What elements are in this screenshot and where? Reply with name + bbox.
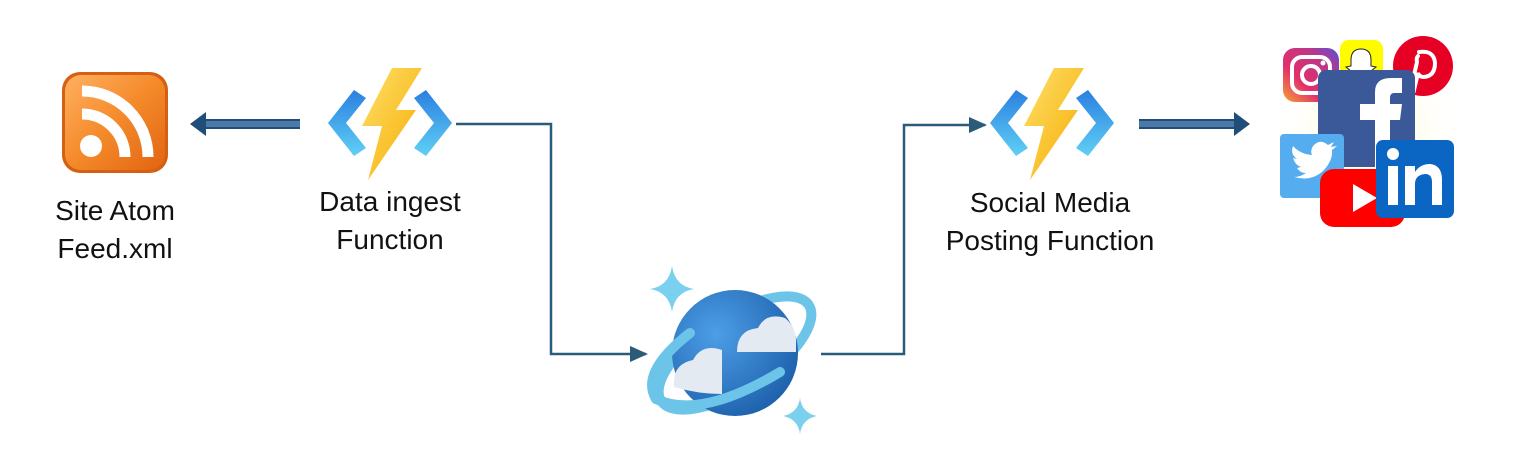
ingest-function-icon — [328, 68, 452, 180]
ingest-function-label-line-1: Data ingest — [319, 186, 461, 217]
linkedin-icon — [1376, 140, 1454, 218]
ingest-function-label: Data ingest Function — [300, 183, 480, 259]
ingest-to-cosmos-connector — [456, 122, 648, 362]
cosmos-db-icon — [647, 266, 817, 434]
ingest-to-feed-arrow — [190, 112, 300, 136]
posting-function-icon — [990, 68, 1114, 180]
ingest-function-label-line-2: Function — [336, 224, 444, 255]
atom-feed-label-line-2: Feed.xml — [57, 233, 173, 264]
posting-function-label-line-2: Posting Function — [945, 225, 1155, 256]
posting-function-label: Social Media Posting Function — [930, 184, 1170, 260]
posting-to-social-arrow — [1139, 112, 1250, 136]
atom-feed-label-line-1: Site Atom — [55, 195, 175, 226]
posting-function-label-line-1: Social Media — [969, 187, 1131, 218]
social-media-collage-icon — [1268, 36, 1468, 227]
rss-feed-icon — [62, 72, 168, 173]
cosmos-to-posting-connector — [821, 117, 987, 356]
atom-feed-label: Site Atom Feed.xml — [30, 192, 200, 268]
